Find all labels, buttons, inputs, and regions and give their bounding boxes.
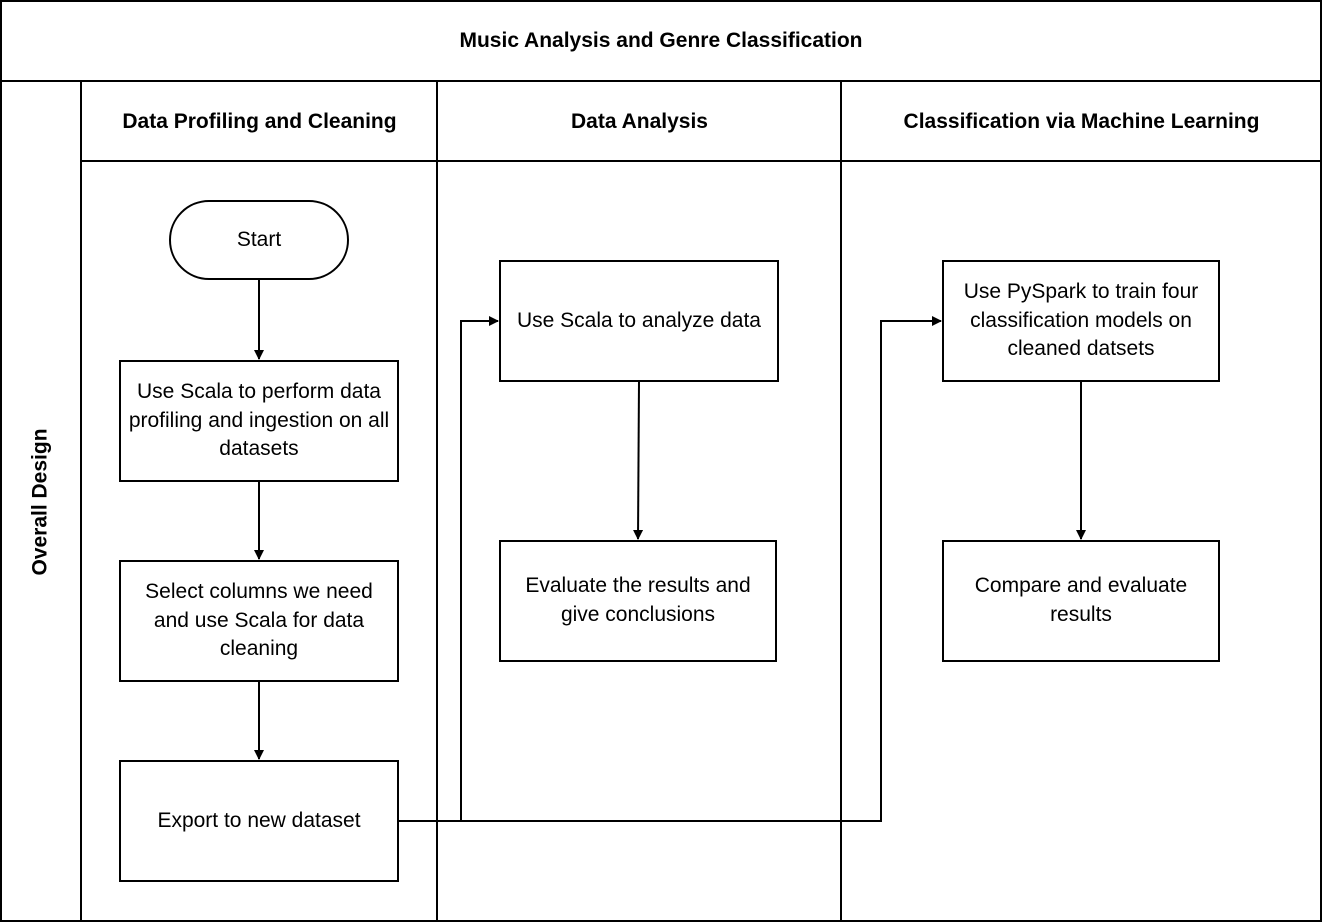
lane-header-profiling: Data Profiling and Cleaning [82, 82, 437, 162]
start-node: Start [169, 200, 349, 280]
start-node-text: Start [236, 227, 282, 251]
diagram-title-text: Music Analysis and Genre Classification [459, 29, 863, 52]
row-label: Overall Design [0, 82, 82, 922]
compare-node-text: Compare and evaluate results [974, 574, 1188, 626]
lane-header-analysis: Data Analysis [438, 82, 841, 162]
compare-node: Compare and evaluate results [942, 540, 1220, 662]
analyze-node-text: Use Scala to analyze data [517, 308, 761, 332]
export-node: Export to new dataset [119, 760, 399, 882]
cleaning-node-text: Select columns we need and use Scala for… [145, 579, 373, 661]
diagram-title: Music Analysis and Genre Classification [0, 0, 1322, 82]
analyze-node: Use Scala to analyze data [499, 260, 779, 382]
conclusions-node: Evaluate the results and give conclusion… [499, 540, 777, 662]
lane-header-classification-text: Classification via Machine Learning [903, 110, 1260, 133]
profiling-node-text: Use Scala to perform data profiling and … [128, 379, 390, 461]
lane-header-classification: Classification via Machine Learning [842, 82, 1321, 162]
edge-export-to-analyze [398, 316, 499, 822]
train-node-text: Use PySpark to train four classification… [963, 279, 1199, 361]
row-label-text: Overall Design [29, 428, 52, 576]
conclusions-node-text: Evaluate the results and give conclusion… [525, 574, 751, 626]
edge-analyze-to-conclusions [633, 380, 644, 540]
train-node: Use PySpark to train four classification… [942, 260, 1220, 382]
lane-header-profiling-text: Data Profiling and Cleaning [122, 110, 397, 133]
profiling-node: Use Scala to perform data profiling and … [119, 360, 399, 482]
cleaning-node: Select columns we need and use Scala for… [119, 560, 399, 682]
export-node-text: Export to new dataset [157, 808, 361, 832]
lane-header-analysis-text: Data Analysis [571, 110, 708, 133]
